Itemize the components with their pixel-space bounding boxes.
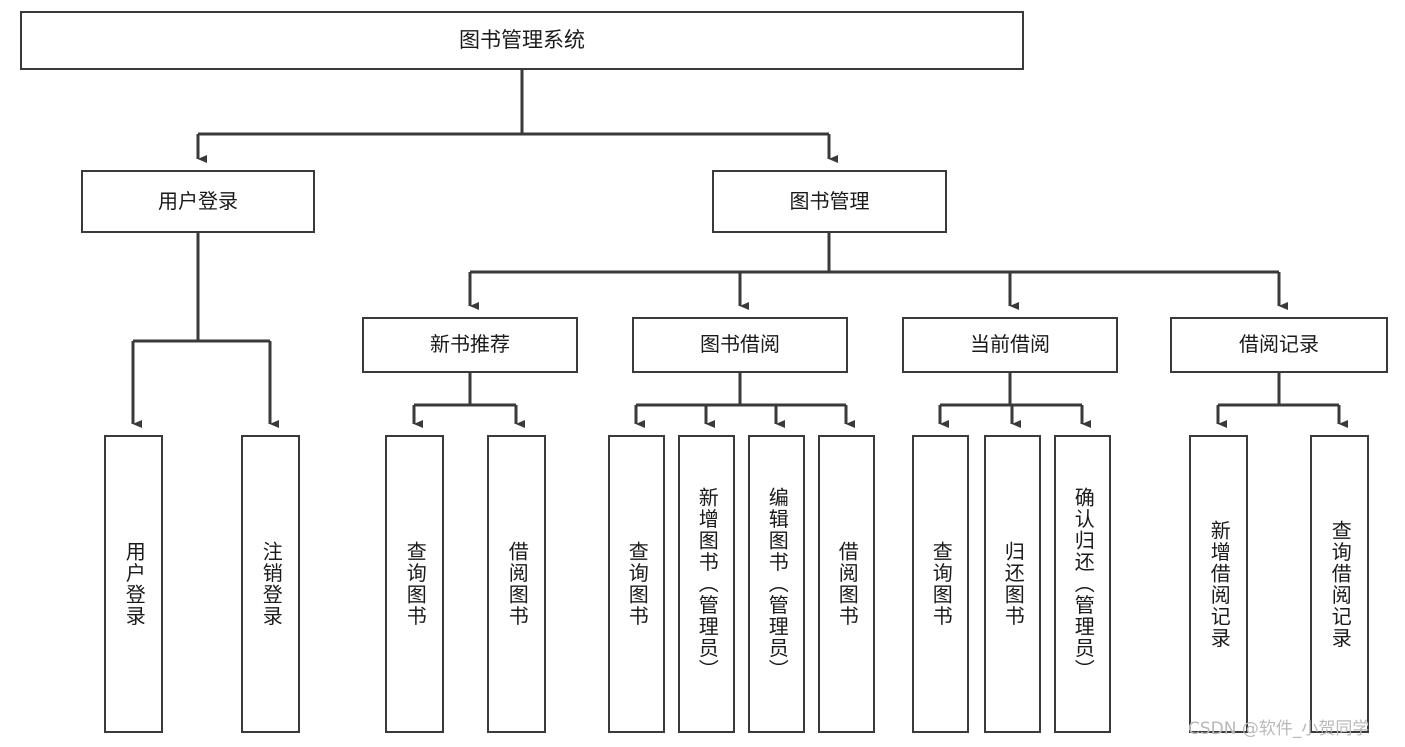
node-leaf-query-borrow-record[interactable]: 查询借阅记录 <box>1310 435 1369 733</box>
node-book-manage[interactable]: 图书管理 <box>712 170 947 233</box>
node-borrow-record[interactable]: 借阅记录 <box>1170 317 1388 373</box>
node-leaf-query-book-3[interactable]: 查询图书 <box>912 435 969 733</box>
node-leaf-user-logout[interactable]: 注销登录 <box>241 435 300 733</box>
node-leaf-edit-book-admin[interactable]: 编辑图书（管理员） <box>748 435 805 733</box>
node-label-leaf-user-logout: 注销登录 <box>259 541 284 627</box>
node-label-leaf-confirm-return-admin: 确认归还（管理员） <box>1071 487 1096 681</box>
node-current-borrow[interactable]: 当前借阅 <box>902 317 1118 373</box>
node-leaf-return-book[interactable]: 归还图书 <box>984 435 1041 733</box>
node-label-leaf-add-book-admin: 新增图书（管理员） <box>695 487 720 681</box>
node-label-leaf-query-book-1: 查询图书 <box>403 541 428 627</box>
node-label-leaf-user-login: 用户登录 <box>122 541 147 627</box>
node-book-borrow[interactable]: 图书借阅 <box>632 317 848 373</box>
node-label-borrow-record: 借阅记录 <box>1239 332 1319 357</box>
node-leaf-borrow-book-1[interactable]: 借阅图书 <box>487 435 546 733</box>
node-label-leaf-return-book: 归还图书 <box>1001 541 1026 627</box>
node-label-leaf-query-borrow-record: 查询借阅记录 <box>1328 519 1353 649</box>
node-label-new-book-recommend: 新书推荐 <box>430 332 510 357</box>
node-label-leaf-query-book-3: 查询图书 <box>929 541 954 627</box>
node-label-root: 图书管理系统 <box>459 28 585 53</box>
node-leaf-add-borrow-record[interactable]: 新增借阅记录 <box>1189 435 1248 733</box>
node-label-leaf-add-borrow-record: 新增借阅记录 <box>1207 519 1232 649</box>
node-label-leaf-borrow-book-1: 借阅图书 <box>505 541 530 627</box>
node-leaf-user-login[interactable]: 用户登录 <box>104 435 163 733</box>
node-leaf-query-book-1[interactable]: 查询图书 <box>385 435 444 733</box>
node-leaf-confirm-return-admin[interactable]: 确认归还（管理员） <box>1054 435 1111 733</box>
node-leaf-add-book-admin[interactable]: 新增图书（管理员） <box>678 435 735 733</box>
node-label-user-login: 用户登录 <box>158 188 238 213</box>
node-label-book-borrow: 图书借阅 <box>700 332 780 357</box>
node-label-leaf-edit-book-admin: 编辑图书（管理员） <box>765 487 790 681</box>
node-leaf-query-book-2[interactable]: 查询图书 <box>608 435 665 733</box>
node-label-leaf-query-book-2: 查询图书 <box>625 541 650 627</box>
node-root[interactable]: 图书管理系统 <box>20 11 1024 70</box>
node-label-book-manage: 图书管理 <box>789 188 870 213</box>
node-label-current-borrow: 当前借阅 <box>970 332 1050 357</box>
node-user-login[interactable]: 用户登录 <box>81 170 315 233</box>
node-leaf-borrow-book-2[interactable]: 借阅图书 <box>818 435 875 733</box>
watermark-text: CSDN @软件_小贺同学 <box>1188 719 1370 739</box>
node-new-book-recommend[interactable]: 新书推荐 <box>362 317 578 373</box>
node-label-leaf-borrow-book-2: 借阅图书 <box>835 541 860 627</box>
